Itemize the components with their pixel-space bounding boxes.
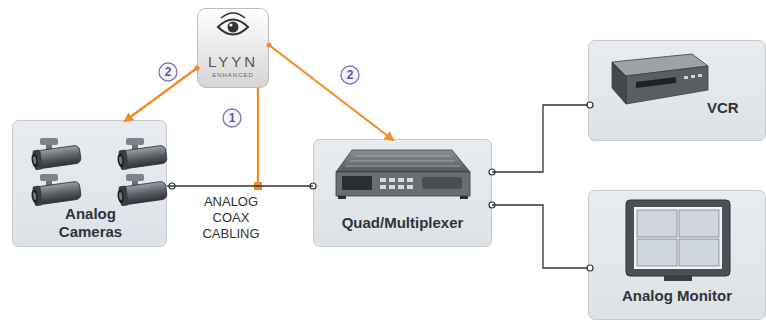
node-text: VCR — [707, 99, 739, 117]
multiplexer-icon — [336, 150, 470, 199]
callout-number: 2 — [159, 63, 177, 81]
edge-label: ANALOG COAX CABLING — [194, 194, 268, 242]
cable-line — [492, 105, 588, 172]
cable-line — [167, 185, 313, 186]
node-text: Analog Monitor — [589, 287, 765, 305]
cable-line — [492, 205, 588, 268]
node-text: ENHANCED — [198, 72, 268, 79]
eye-icon — [218, 13, 248, 35]
node-text: Analog Cameras — [50, 205, 131, 241]
node-text: LYYN — [198, 53, 268, 71]
callout-number: 1 — [223, 109, 241, 127]
monitor-icon — [626, 200, 730, 281]
node-text: Quad/Multiplexer — [314, 214, 491, 232]
arrow-origin — [195, 66, 200, 71]
vcr-icon — [612, 54, 708, 104]
enhancement-arrow — [269, 45, 393, 140]
callout-number: 2 — [341, 66, 359, 84]
arrow-origin — [267, 43, 272, 48]
tap-line — [257, 88, 259, 182]
enhancement-arrow — [125, 68, 197, 121]
